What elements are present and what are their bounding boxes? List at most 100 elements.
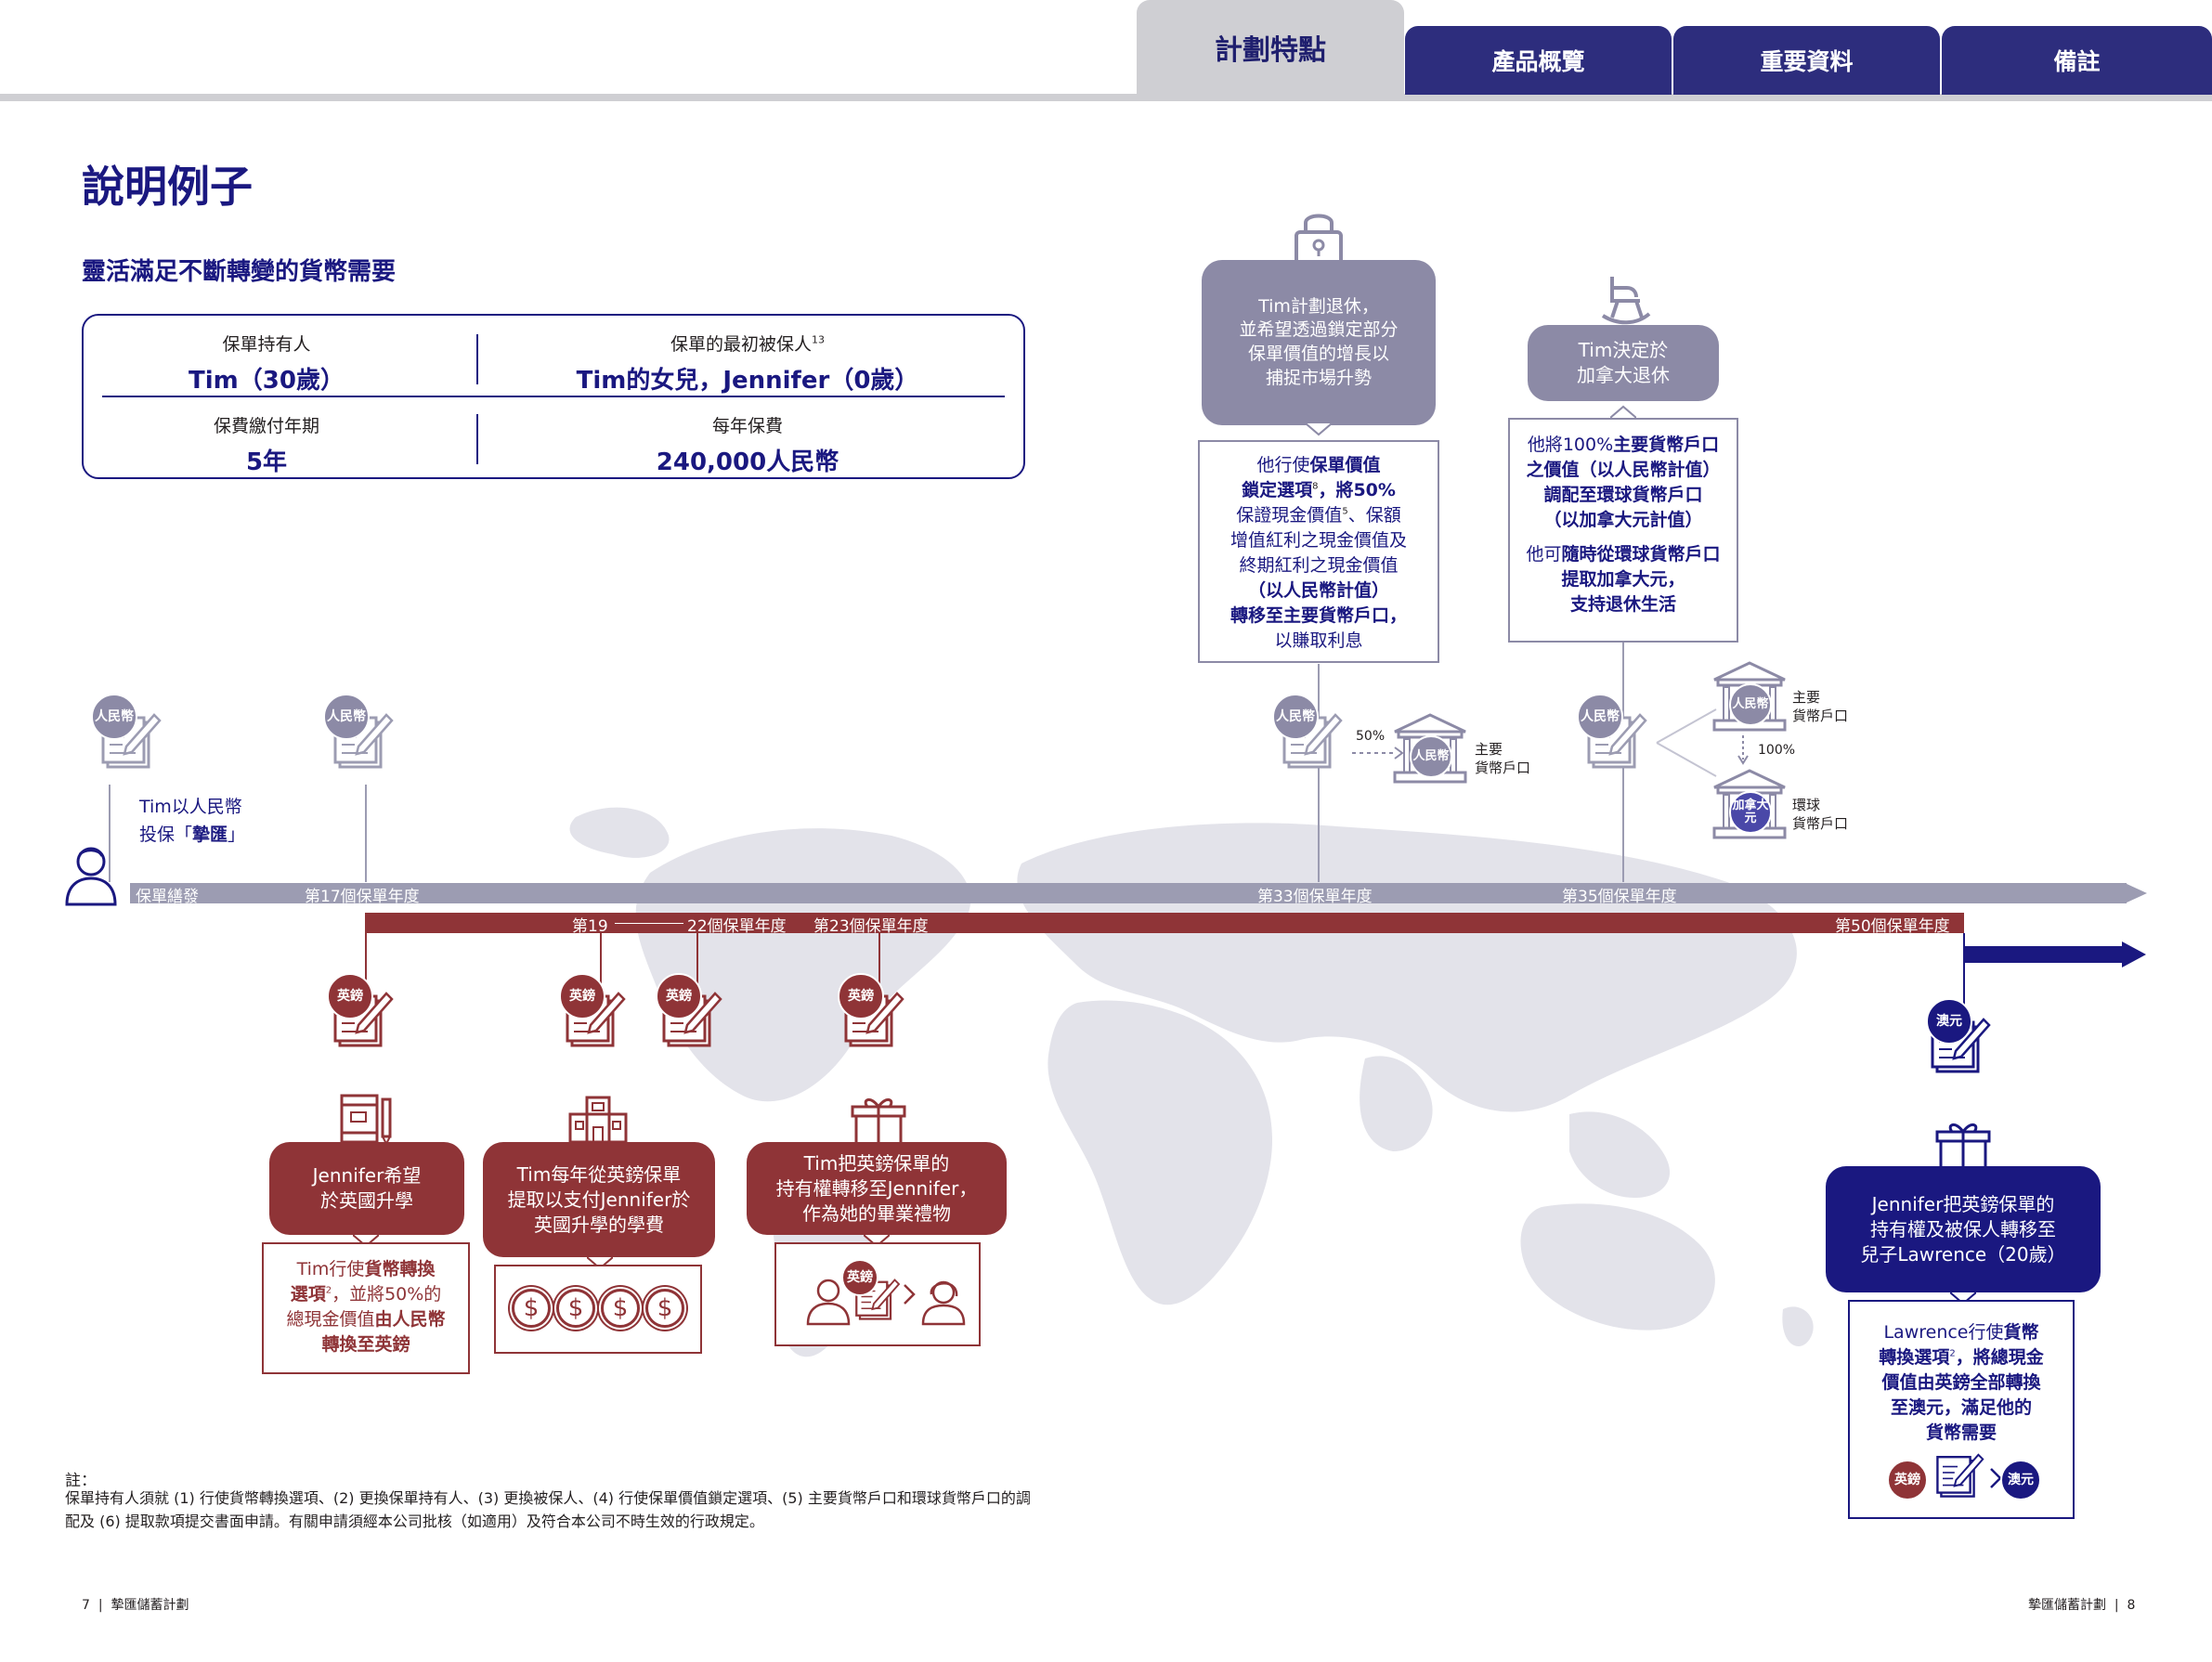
currency-badge: 英鎊 xyxy=(841,1259,878,1296)
split-lines xyxy=(1656,708,1717,777)
lock-event-box: Tim計劃退休， 並希望透過鎖定部分 保單價值的增長以 捕捉市場升勢 xyxy=(1202,260,1436,425)
pct-100-label: 100% xyxy=(1758,743,1796,758)
pointer xyxy=(1610,405,1636,418)
start-text: Tim以人民幣 投保「摯匯」 xyxy=(139,793,245,850)
term-value: 5年 xyxy=(245,448,288,476)
timeline-aud-bar xyxy=(1964,946,2122,963)
dotted-arrow xyxy=(1352,747,1404,760)
gift-icon xyxy=(851,1098,906,1146)
premium-label: 每年保費 xyxy=(711,416,783,436)
top-rule xyxy=(0,94,2212,101)
final-event-box: Jennifer把英鎊保單的 持有權及被保人轉移至 兒子Lawrence（20歲… xyxy=(1826,1166,2101,1292)
tab-remarks[interactable]: 備註 xyxy=(1942,26,2212,95)
gift-detail-box xyxy=(774,1242,981,1346)
currency-badge: 人民幣 xyxy=(1272,694,1319,740)
dollar-coin-icon: $ xyxy=(512,1289,551,1328)
retire-event-box: Tim決定於 加拿大退休 xyxy=(1528,325,1719,401)
currency-badge: 人民幣 xyxy=(1729,683,1772,726)
connector xyxy=(1318,664,1320,882)
range-dash xyxy=(615,923,683,924)
timeline-label-year22: 22個保單年度 xyxy=(687,917,787,936)
timeline-arrow xyxy=(2122,941,2146,967)
currency-badge: 人民幣 xyxy=(1410,735,1452,778)
pct-50-label: 50% xyxy=(1356,729,1386,744)
currency-badge: 加拿大元 xyxy=(1729,791,1772,834)
timeline-label-year33: 第33個保單年度 xyxy=(1257,888,1373,906)
person-icon xyxy=(806,1279,851,1326)
books-icon xyxy=(340,1094,392,1146)
timeline-rmb-bar xyxy=(130,883,2127,903)
footer-left: 7 | 摯匯儲蓄計劃 xyxy=(82,1598,189,1613)
footer-title-right: 摯匯儲蓄計劃 xyxy=(2028,1598,2106,1613)
start-text-line1: Tim以人民幣 xyxy=(139,797,242,817)
bank-icon: 加拿大元 xyxy=(1711,767,1789,845)
currency-badge: 澳元 xyxy=(2000,1460,2041,1500)
tab-product-overview[interactable]: 產品概覽 xyxy=(1405,26,1672,95)
lock-icon xyxy=(1295,214,1343,266)
dollar-coin-icon: $ xyxy=(601,1289,640,1328)
connector xyxy=(365,933,367,989)
timeline-label-year23: 第23個保單年度 xyxy=(813,917,929,936)
notes-heading: 註： xyxy=(65,1472,97,1490)
insured-value: Tim的女兒，Jennifer（0歲） xyxy=(576,367,919,395)
timeline-label-year17: 第17個保單年度 xyxy=(305,888,420,906)
dollar-coins: $$$$ xyxy=(496,1289,700,1328)
divider xyxy=(476,414,478,464)
tab-important-info[interactable]: 重要資料 xyxy=(1673,26,1940,95)
start-text-line2: 投保「摯匯」 xyxy=(139,825,246,846)
dollar-coin-icon: $ xyxy=(556,1289,595,1328)
bank-icon: 人民幣 xyxy=(1391,711,1469,789)
gift-event-box: Tim把英鎊保單的 持有權轉移至Jennifer， 作為她的畢業禮物 xyxy=(747,1142,1007,1235)
withdraw-detail-box: $$$$ xyxy=(494,1265,702,1354)
tab-plan-features[interactable]: 計劃特點 xyxy=(1137,0,1404,95)
currency-badge: 英鎊 xyxy=(1887,1460,1928,1500)
page-subtitle: 靈活滿足不斷轉變的貨幣需要 xyxy=(82,258,397,286)
lock-detail-box: 他行使保單價值 鎖定選項8，將50% 保證現金價值5、保額 增值紅利之現金價值及… xyxy=(1198,440,1439,663)
footer-title-left: 摯匯儲蓄計劃 xyxy=(111,1598,189,1613)
connector xyxy=(878,933,880,984)
currency-badge: 英鎊 xyxy=(838,973,884,1019)
pointer xyxy=(1306,423,1332,436)
page-title: 說明例子 xyxy=(82,162,253,212)
primary-account-label: 主要 貨幣戶口 xyxy=(1475,741,1531,776)
term-label: 保費繳付年期 xyxy=(213,416,319,436)
term-cell: 保費繳付年期 5年 xyxy=(84,412,449,477)
currency-badge: 澳元 xyxy=(1926,998,1972,1045)
retire-detail-box: 他將100%主要貨幣戶口 之價值（以人民幣計值） 調配至環球貨幣戶口 （以加拿大… xyxy=(1508,418,1738,643)
divider xyxy=(476,334,478,384)
connector xyxy=(109,785,111,882)
study-detail-box: Tim行使貨幣轉換 選項2，並將50%的 總現金價值由人民幣 轉換至英鎊 xyxy=(262,1242,470,1374)
timeline-arrow xyxy=(2125,883,2147,903)
timeline-label-start: 保單繕發 xyxy=(136,888,199,906)
premium-cell: 每年保費 240,000人民幣 xyxy=(501,412,994,477)
gift-icon xyxy=(1935,1123,1991,1171)
bank-icon: 人民幣 xyxy=(1711,659,1789,737)
dollar-coin-icon: $ xyxy=(645,1289,684,1328)
timeline-gbp-bar xyxy=(365,913,1964,933)
timeline-label-year35: 第35個保單年度 xyxy=(1562,888,1677,906)
currency-badge: 英鎊 xyxy=(559,973,605,1019)
divider xyxy=(102,396,1005,397)
holder-cell: 保單持有人 Tim（30歲） xyxy=(84,331,449,396)
connector xyxy=(1963,933,1965,1007)
currency-badge: 人民幣 xyxy=(1577,694,1623,740)
insured-label: 保單的最初被保人13 xyxy=(670,333,825,355)
primary-account-label: 主要 貨幣戶口 xyxy=(1792,689,1849,724)
currency-badge: 英鎊 xyxy=(656,973,702,1019)
rocking-chair-icon xyxy=(1601,277,1651,325)
policy-info-box: 保單持有人 Tim（30歲） 保單的最初被保人13 Tim的女兒，Jennife… xyxy=(82,314,1025,479)
study-event-box: Jennifer希望 於英國升學 xyxy=(269,1142,464,1235)
timeline-label-year50: 第50個保單年度 xyxy=(1835,917,1950,936)
arrow-right-icon xyxy=(904,1284,916,1305)
global-account-label: 環球 貨幣戶口 xyxy=(1792,797,1849,832)
holder-label: 保單持有人 xyxy=(222,334,311,355)
holder-value: Tim（30歲） xyxy=(189,367,345,395)
timeline-label-year19: 第19 xyxy=(572,917,608,936)
woman-icon xyxy=(921,1280,966,1326)
footer-right: 摯匯儲蓄計劃 | 8 xyxy=(2028,1598,2136,1613)
person-icon xyxy=(65,847,117,906)
connector xyxy=(600,933,602,984)
connector xyxy=(365,785,367,882)
page-number-right: 8 xyxy=(2127,1598,2136,1613)
withdraw-event-box: Tim每年從英鎊保單 提取以支付Jennifer於 英國升學的學費 xyxy=(483,1142,715,1257)
